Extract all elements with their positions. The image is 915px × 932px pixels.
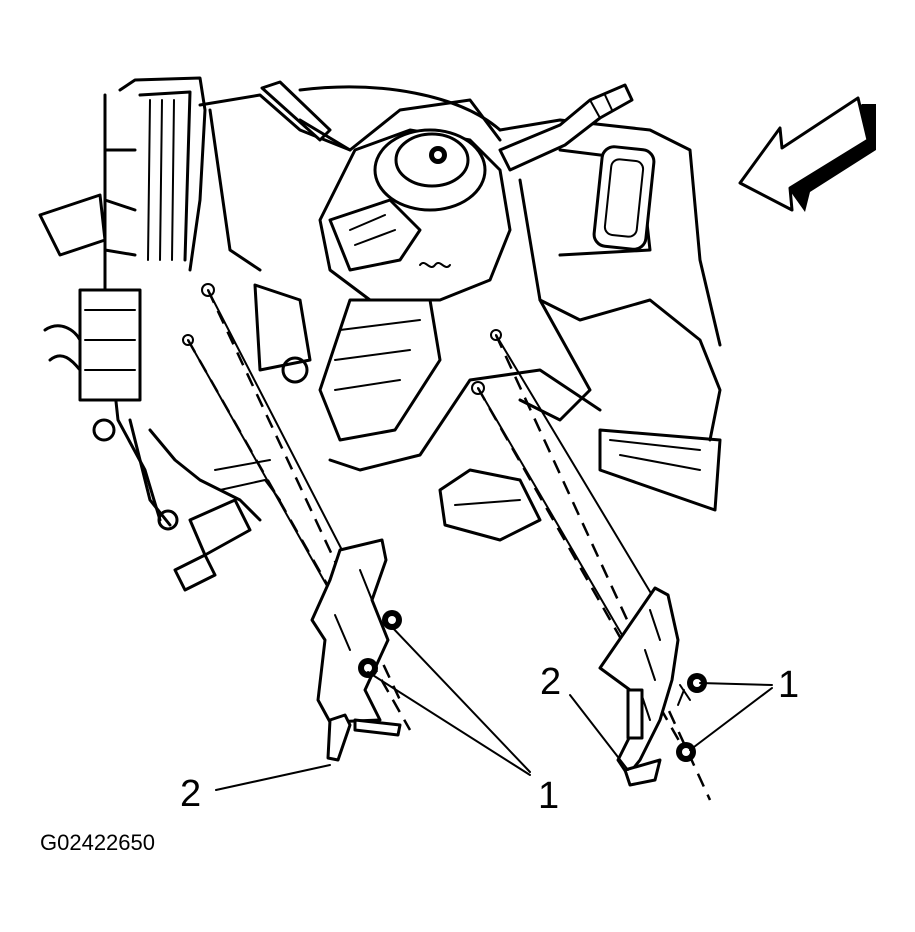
- callout-2-right: 2: [540, 661, 561, 703]
- right-bracket: [598, 586, 707, 787]
- figure-code: G02422650: [40, 830, 155, 855]
- callout-1-right: 1: [778, 664, 799, 706]
- callout-1-left: 1: [538, 775, 559, 817]
- callout-2-left: 2: [180, 773, 201, 815]
- callout-leaders: [215, 624, 773, 791]
- view-direction-arrow-icon: [738, 96, 876, 212]
- left-bracket: [310, 538, 402, 762]
- dash-structure: [38, 76, 722, 592]
